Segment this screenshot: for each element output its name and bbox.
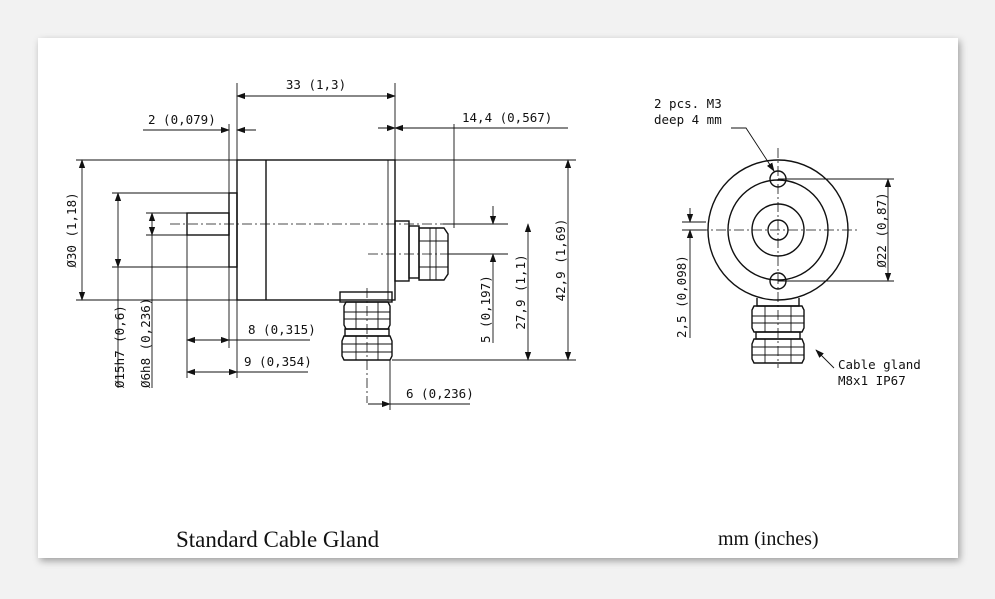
note-gland-line1: Cable gland: [838, 357, 921, 372]
encoder-body: [236, 159, 396, 301]
dim-bolt-circle: Ø22 (0,87): [874, 192, 889, 267]
technical-drawing: 33 (1,3) 2 (0,079) 14,4 (0,567) Ø30 (1,1…: [64, 77, 921, 552]
dim-front-offset: 2,5 (0,098): [674, 255, 689, 338]
caption-standard-cable-gland: Standard Cable Gland: [176, 527, 380, 552]
dim-gland-width: 6 (0,236): [406, 386, 474, 401]
front-view: 2 pcs. M3 deep 4 mm Ø22 (0,87) 2,5 (0,09…: [654, 96, 921, 388]
dim-spigot: Ø15h7 (0,6): [112, 305, 127, 388]
bottom-gland: [339, 288, 393, 403]
side-gland: [368, 220, 468, 282]
dim-shaft-length-a: 8 (0,315): [248, 322, 316, 337]
flange: [228, 192, 238, 268]
dim-shaft: Ø6h8 (0,236): [138, 298, 153, 388]
dim-body-diameter: Ø30 (1,18): [64, 192, 79, 267]
dim-gland-height: 27,9 (1,1): [513, 254, 528, 329]
side-view: 33 (1,3) 2 (0,079) 14,4 (0,567) Ø30 (1,1…: [64, 77, 576, 410]
dim-flange: 2 (0,079): [148, 112, 216, 127]
note-gland-line2: M8x1 IP67: [838, 373, 906, 388]
dim-total-height: 42,9 (1,69): [553, 219, 568, 302]
drawing-sheet: 33 (1,3) 2 (0,079) 14,4 (0,567) Ø30 (1,1…: [38, 38, 958, 558]
dim-shaft-length-b: 9 (0,354): [244, 354, 312, 369]
shaft-end: [767, 219, 789, 241]
note-holes-line2: deep 4 mm: [654, 112, 722, 127]
front-gland: [751, 298, 805, 364]
outer-flange: [707, 159, 849, 301]
dim-gland-offset: 14,4 (0,567): [462, 110, 552, 125]
note-holes-line1: 2 pcs. M3: [654, 96, 722, 111]
dim-overall-length: 33 (1,3): [286, 77, 346, 92]
caption-units: mm (inches): [718, 528, 819, 550]
dim-axis-offset: 5 (0,197): [478, 275, 493, 343]
hub: [751, 203, 805, 257]
